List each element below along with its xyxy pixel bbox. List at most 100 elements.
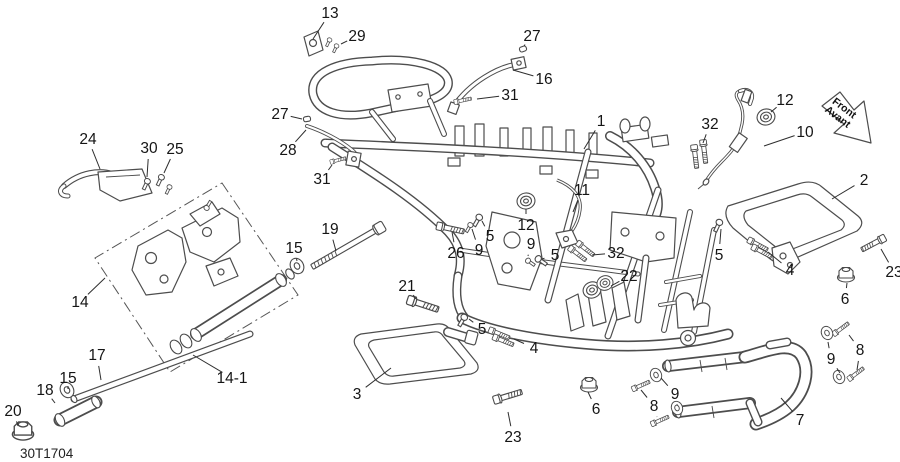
callout-5[interactable]: 5 [486,228,495,245]
callout-21[interactable]: 21 [398,278,415,295]
bolt-icon [649,413,671,428]
bolt-icon [859,233,888,254]
callout-leader-line [831,185,855,200]
callout-32[interactable]: 32 [701,116,718,133]
screw-icon [711,217,725,234]
callout-24[interactable]: 24 [79,131,97,148]
callout-leader-line [91,149,101,170]
callout-23[interactable]: 23 [504,429,521,446]
bolt-icon [405,294,441,315]
callout-16[interactable]: 16 [535,71,552,88]
locknut-icon [11,421,35,441]
callout-4[interactable]: 4 [786,262,795,279]
callout-leader-line [296,258,298,262]
callout-9[interactable]: 9 [475,242,484,259]
pivot-shaft-parts [11,255,308,441]
callout-leader-line [365,367,392,388]
strap-16 [446,56,527,116]
nut-icon [836,266,856,283]
callout-9[interactable]: 9 [671,386,680,403]
callout-13[interactable]: 13 [321,5,338,22]
clip-icon [302,115,312,123]
washer-icon [648,366,664,384]
callout-leader-line [51,398,56,404]
callout-27[interactable]: 27 [523,28,540,45]
callout-2[interactable]: 2 [860,172,869,189]
callout-17[interactable]: 17 [88,347,105,364]
callout-3[interactable]: 3 [353,386,362,403]
swingarm-module-box [94,182,299,373]
callout-22[interactable]: 22 [620,268,637,285]
callout-6[interactable]: 6 [841,291,850,308]
callout-leader-line [660,377,669,387]
callout-leader-line [412,294,417,300]
callout-8[interactable]: 8 [856,342,865,359]
callout-9[interactable]: 9 [527,236,536,253]
callout-leader-line [848,334,854,342]
front-bumper [662,337,813,431]
callout-27[interactable]: 27 [271,106,288,123]
callout-leader-line [587,391,592,400]
callout-11[interactable]: 11 [574,182,590,199]
callout-6[interactable]: 6 [592,401,601,418]
callout-leader-line [780,397,794,413]
front-rack [353,323,479,385]
callout-29[interactable]: 29 [348,28,365,45]
callout-18[interactable]: 18 [36,382,53,399]
callout-leader-line [451,231,455,243]
callout-10[interactable]: 10 [796,124,814,141]
front-direction-arrow: Front Avant [821,91,872,144]
callout-12[interactable]: 12 [517,217,534,234]
callout-leader-line [16,421,19,427]
callout-leader-line [880,248,890,263]
front-arrow-shape [821,91,872,144]
bolt-icon [831,320,851,338]
callout-14[interactable]: 14 [71,294,89,311]
callout-leader-line [640,389,648,398]
callout-leader-line [763,135,795,147]
wiring-harness [697,87,755,190]
callout-leader-line [583,130,596,150]
callout-4[interactable]: 4 [530,340,539,357]
callout-26[interactable]: 26 [447,245,464,262]
callout-leader-line [332,239,337,252]
callout-31[interactable]: 31 [313,171,330,188]
grommet-icon [515,191,537,211]
callout-leader-line [192,354,223,373]
callout-leader-line [719,228,722,245]
screw-icon [324,36,333,48]
callout-15[interactable]: 15 [59,370,76,387]
callout-leader-line [591,253,606,256]
callout-25[interactable]: 25 [166,141,183,158]
callout-12[interactable]: 12 [776,92,793,109]
callout-30[interactable]: 30 [140,140,158,157]
callout-7[interactable]: 7 [796,412,805,429]
callout-leader-line [845,282,848,289]
callout-19[interactable]: 19 [321,221,338,238]
callout-leader-line [295,129,307,143]
callout-leader-line [512,69,534,77]
rear-rack [725,181,863,275]
callout-5[interactable]: 5 [478,321,487,338]
callout-28[interactable]: 28 [279,142,296,159]
washer-icon [818,324,836,342]
callout-5[interactable]: 5 [715,247,724,264]
bolt-icon [329,155,347,165]
callout-8[interactable]: 8 [650,398,659,415]
nut-icon [579,376,599,393]
callout-20[interactable]: 20 [4,403,22,420]
callout-5[interactable]: 5 [551,247,560,264]
callout-14-1[interactable]: 14-1 [216,370,247,387]
callout-31[interactable]: 31 [501,87,518,104]
callout-15[interactable]: 15 [285,240,302,257]
callout-23[interactable]: 23 [885,264,900,281]
callout-leader-line [87,277,106,295]
callout-32[interactable]: 32 [607,245,624,262]
callout-9[interactable]: 9 [827,351,836,368]
callout-leader-line [290,115,303,120]
clip-icon [518,44,528,54]
callout-leader-line [836,368,841,374]
callout-1[interactable]: 1 [597,113,606,130]
callout-leader-line [702,134,707,144]
